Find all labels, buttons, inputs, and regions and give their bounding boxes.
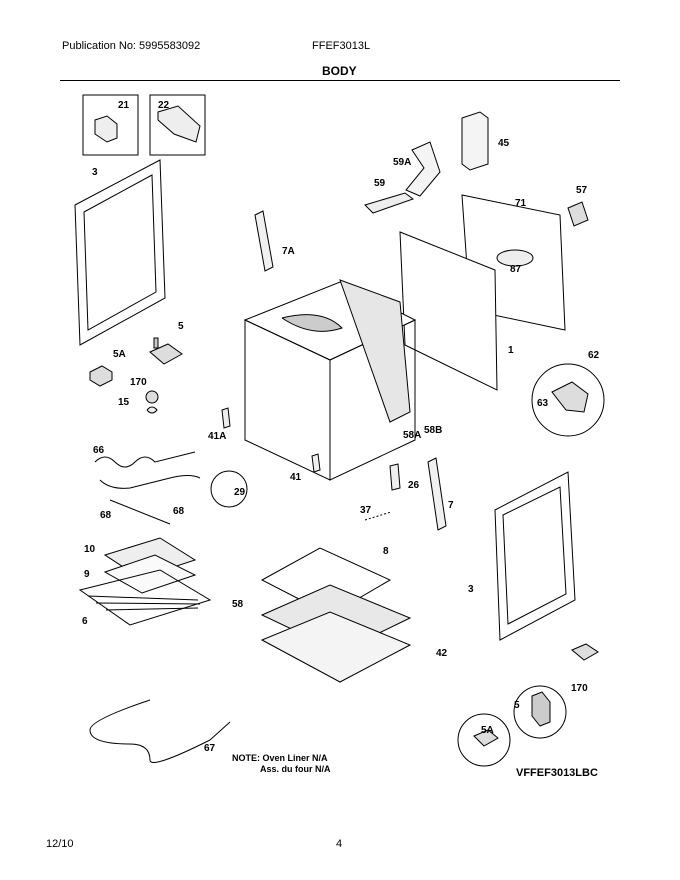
note-line-1: NOTE: Oven Liner N/A	[232, 753, 328, 763]
part-label: 62	[588, 350, 600, 361]
part-label: 3	[468, 584, 474, 595]
part-label: 5A	[481, 725, 494, 736]
part-label: 9	[84, 569, 90, 580]
header-rule	[60, 80, 620, 81]
part-label: 66	[93, 445, 105, 456]
part-label: 58B	[424, 425, 442, 436]
part-label: 5	[178, 321, 184, 332]
footer-page: 4	[336, 838, 343, 850]
side-panel-right	[494, 471, 576, 641]
publication-number: Publication No: 5995583092	[62, 40, 201, 52]
footer-date: 12/10	[46, 838, 74, 850]
part-label: 21	[118, 100, 130, 111]
part-label: 63	[537, 398, 549, 409]
part-label: 87	[510, 264, 522, 275]
part-label: 8	[383, 546, 389, 557]
part-label: 7	[448, 500, 454, 511]
part-label: 42	[436, 648, 448, 659]
part-label: 45	[498, 138, 510, 149]
part-label: 29	[234, 487, 246, 498]
part-label: 3	[92, 167, 98, 178]
note-line-2: Ass. du four N/A	[260, 764, 331, 774]
part-label: 1	[508, 345, 514, 356]
part-label: 59A	[393, 157, 411, 168]
part-label: 41A	[208, 431, 226, 442]
section-title: BODY	[322, 64, 357, 78]
part-label: 5A	[113, 349, 126, 360]
part-label: 5	[514, 700, 520, 711]
part-label: 58A	[403, 430, 421, 441]
part-label: 26	[408, 480, 420, 491]
inset-box-22	[149, 94, 206, 156]
part-label: 15	[118, 397, 130, 408]
part-label: 67	[204, 743, 216, 754]
part-label: 59	[374, 178, 386, 189]
part-label: 170	[571, 683, 588, 694]
part-label: 68	[173, 506, 185, 517]
model-number: FFEF3013L	[312, 40, 371, 52]
inset-box-21	[82, 94, 139, 156]
part-label: 68	[100, 510, 112, 521]
part-label: 58	[232, 599, 244, 610]
part-label: 10	[84, 544, 96, 555]
drawing-code: VFFEF3013LBC	[516, 767, 598, 779]
part-label: 170	[130, 377, 147, 388]
part-label: 57	[576, 185, 588, 196]
part-label: 7A	[282, 246, 295, 257]
part-label: 6	[82, 616, 88, 627]
side-panel-left	[74, 159, 166, 346]
part-label: 41	[290, 472, 302, 483]
oven-rack	[78, 569, 212, 626]
part-label: 71	[515, 198, 527, 209]
inset-circle-29	[210, 470, 248, 508]
part-label: 22	[158, 100, 170, 111]
part-label: 37	[360, 505, 372, 516]
